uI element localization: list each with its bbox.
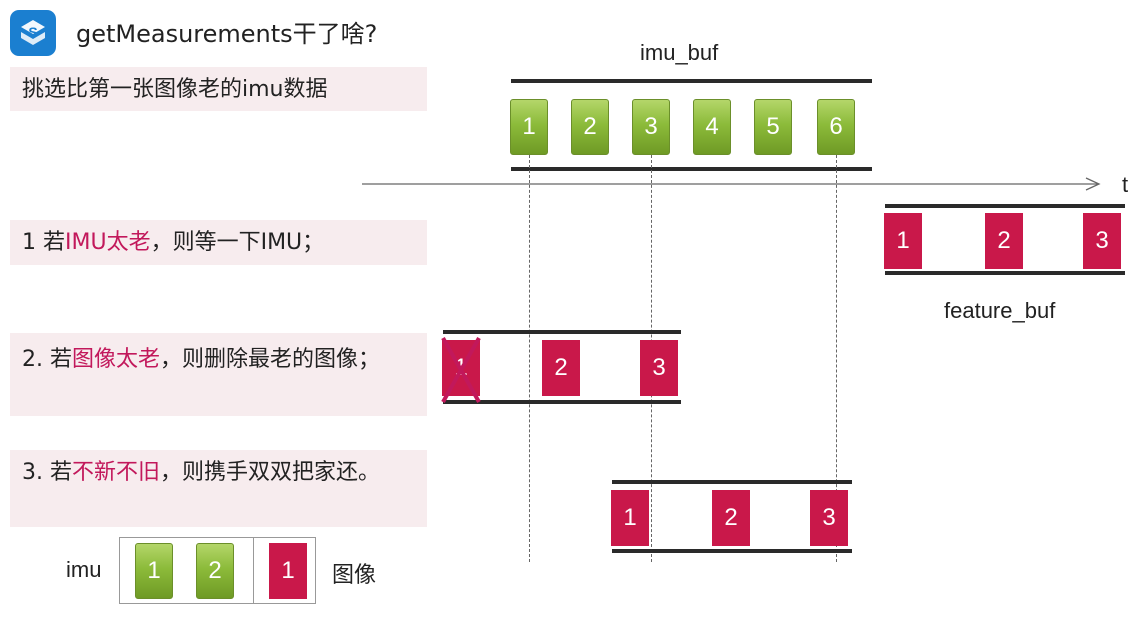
legend-divider [253, 538, 254, 603]
case3-top-rail [612, 480, 852, 484]
case1-highlight: IMU太老 [65, 230, 151, 255]
s-logo-icon: S [10, 10, 56, 56]
time-axis [362, 177, 1101, 191]
imu-buf-bottom-rail [511, 167, 872, 171]
page-title: getMeasurements干了啥? [76, 20, 378, 48]
imu-block: 1 [510, 99, 548, 155]
case3-bottom-rail [612, 549, 852, 553]
case3-panel: 3. 若不新不旧，则携手双双把家还。 [10, 450, 427, 527]
legend-image-label: 图像 [332, 562, 377, 587]
time-axis-label: t [1122, 172, 1129, 197]
case2-top-rail [443, 330, 681, 334]
dashed-guide [529, 155, 530, 562]
intro-text: 挑选比第一张图像老的imu数据 [22, 77, 328, 102]
legend-imu-label: imu [66, 557, 102, 582]
case2-highlight: 图像太老 [71, 347, 160, 372]
intro-panel: 挑选比第一张图像老的imu数据 [10, 67, 427, 111]
legend-imu-block: 1 [135, 543, 173, 599]
feature-block: 2 [985, 213, 1023, 269]
case2-block: 2 [542, 340, 580, 396]
legend-image-block: 1 [269, 543, 307, 599]
case2-suffix: ，则删除最老的图像； [160, 347, 381, 372]
case1-panel: 1 若IMU太老，则等一下IMU； [10, 220, 427, 265]
case3-block: 3 [810, 490, 848, 546]
imu-block: 2 [571, 99, 609, 155]
imu-buf-top-rail [511, 79, 872, 83]
case2-bottom-rail [443, 400, 681, 404]
imu-block: 4 [693, 99, 731, 155]
feature-buf-label: feature_buf [944, 298, 1056, 323]
feature-buf-top-rail [885, 204, 1125, 208]
feature-block: 3 [1083, 213, 1121, 269]
feature-block: 1 [884, 213, 922, 269]
dashed-guide [836, 155, 837, 562]
imu-block: 3 [632, 99, 670, 155]
imu-block: 6 [817, 99, 855, 155]
case3-suffix: ，则携手双双把家还。 [160, 460, 381, 485]
case2-block: 3 [640, 340, 678, 396]
case2-prefix: 2. 若 [22, 347, 72, 372]
legend-imu-block: 2 [196, 543, 234, 599]
case3-highlight: 不新不旧 [71, 460, 160, 485]
imu-block: 5 [754, 99, 792, 155]
case1-prefix: 1 若 [22, 230, 65, 255]
svg-text:S: S [28, 24, 37, 40]
imu-buf-label: imu_buf [640, 40, 719, 65]
case3-block: 2 [712, 490, 750, 546]
case1-suffix: ，则等一下IMU； [150, 230, 325, 255]
feature-buf-bottom-rail [885, 271, 1125, 275]
case2-panel: 2. 若图像太老，则删除最老的图像； [10, 333, 427, 416]
case3-block: 1 [611, 490, 649, 546]
cross-mark-icon [441, 337, 481, 403]
case3-prefix: 3. 若 [22, 460, 72, 485]
